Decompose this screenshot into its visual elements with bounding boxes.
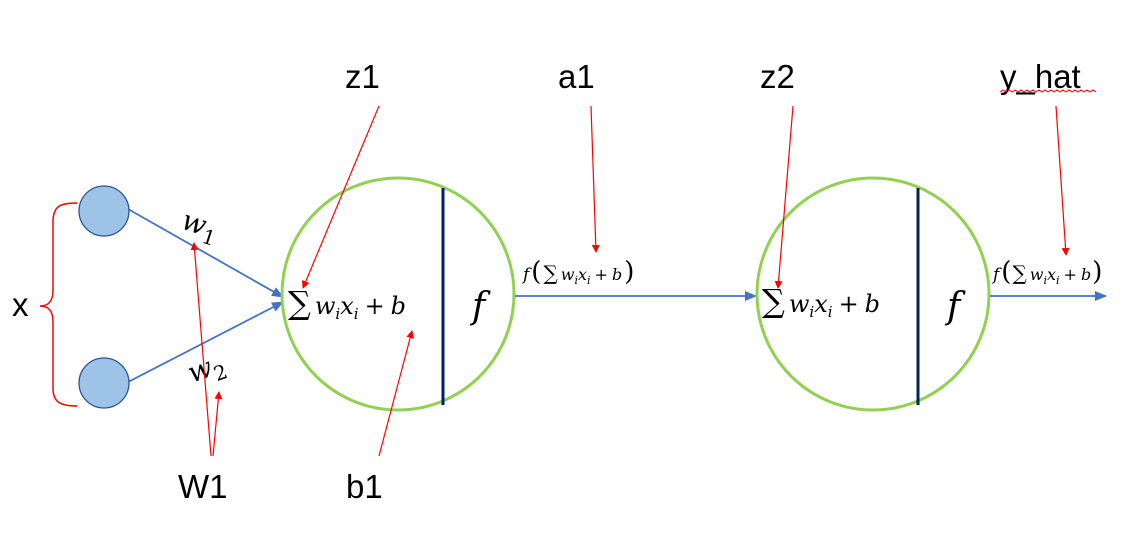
a1-formula: f(∑wixi+b) xyxy=(521,257,634,287)
input-brace xyxy=(39,202,78,407)
spellcheck-underline xyxy=(999,89,1097,93)
label-y-hat: y_hat xyxy=(1000,58,1081,95)
output-formula: f(∑wixi+b) xyxy=(991,257,1102,287)
label-b1: b1 xyxy=(346,468,383,505)
annotation-arrow-a1 xyxy=(590,105,600,253)
neuron-2 xyxy=(755,176,991,412)
label-x: x xyxy=(12,286,29,323)
connection-w2 xyxy=(127,301,284,383)
label-z2: z2 xyxy=(760,58,795,95)
neuron-1-sum-formula: ∑wixi+b xyxy=(288,284,406,323)
input-node-2 xyxy=(78,357,130,409)
neuron-1 xyxy=(280,176,516,412)
annotation-arrow-y-hat xyxy=(1055,105,1070,256)
label-W1: W1 xyxy=(178,468,228,505)
connection-w1 xyxy=(127,208,284,298)
annotation-arrow-z2 xyxy=(774,105,794,289)
annotation-arrow-W1-to-w1 xyxy=(190,242,212,457)
annotation-arrow-b1 xyxy=(378,330,415,457)
label-z1: z1 xyxy=(345,58,380,95)
neuron-2-sum-formula: ∑wixi+b xyxy=(762,282,880,321)
annotation-arrow-z1 xyxy=(302,105,380,289)
label-a1: a1 xyxy=(558,58,595,95)
weight-w1-label: w1 xyxy=(176,203,223,250)
input-node-1 xyxy=(78,185,130,237)
weight-w2-label: w2 xyxy=(183,346,230,394)
annotation-arrow-W1-to-w2 xyxy=(212,391,223,457)
